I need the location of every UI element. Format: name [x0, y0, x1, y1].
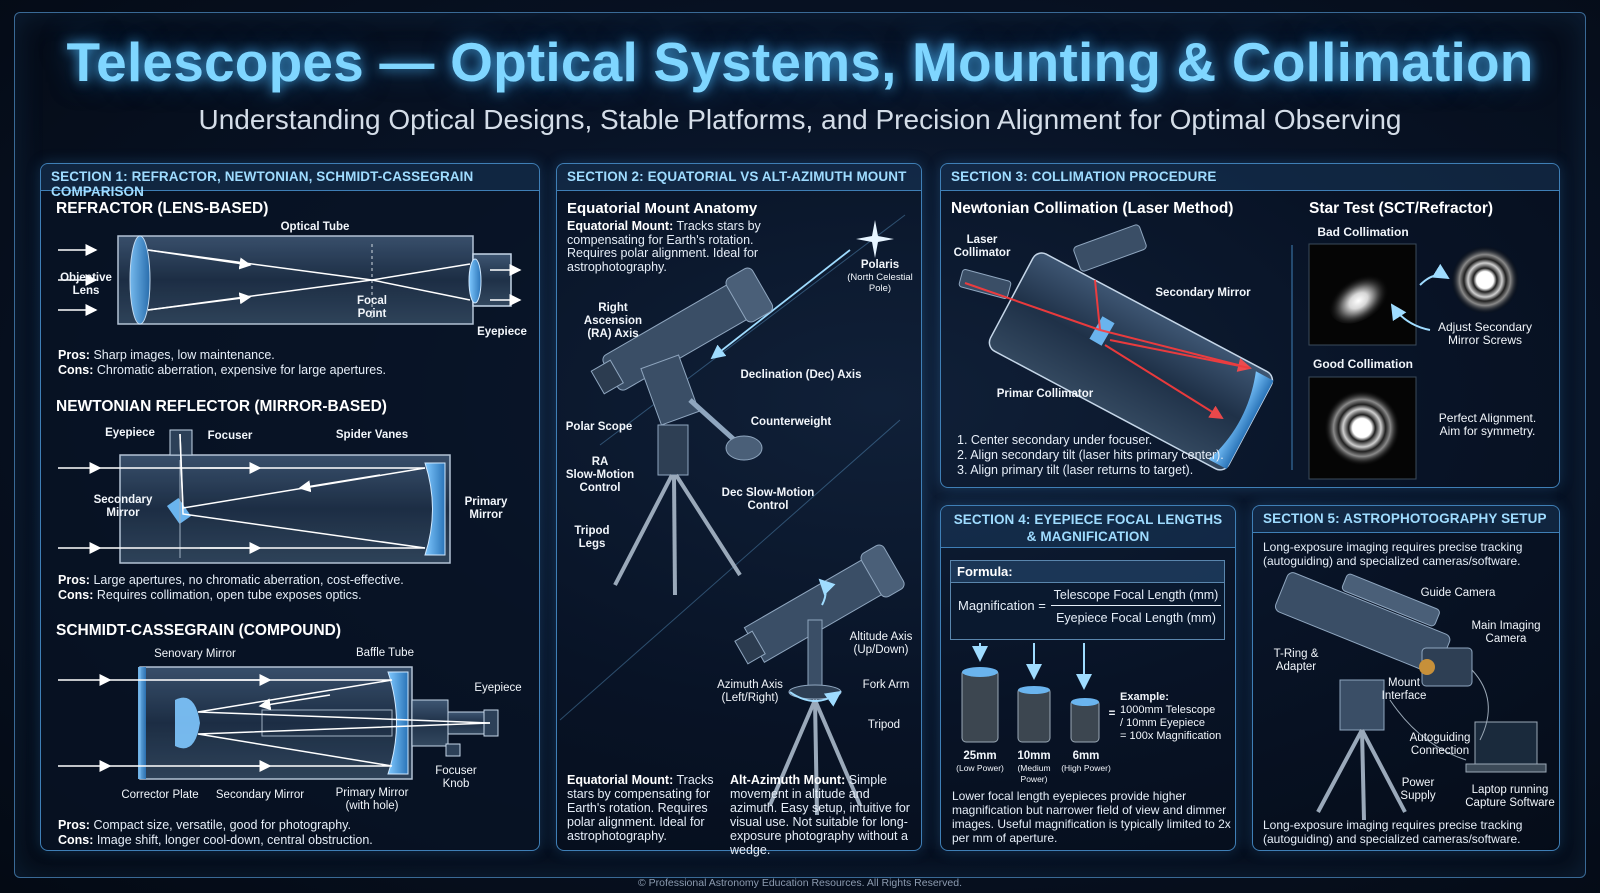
- section-3-title: SECTION 3: COLLIMATION PROCEDURE: [941, 164, 1559, 191]
- section-4-panel: SECTION 4: EYEPIECE FOCAL LENGTHS & MAGN…: [940, 505, 1236, 851]
- section-5-panel: SECTION 5: ASTROPHOTOGRAPHY SETUP: [1252, 505, 1560, 851]
- polaris-label: Polaris(North Celestial Pole): [847, 259, 913, 294]
- formula-heading: Formula:: [951, 561, 1224, 583]
- baffle-tube-label: Baffle Tube: [356, 647, 414, 659]
- sct-title: SCHMIDT-CASSEGRAIN (COMPOUND): [56, 622, 342, 639]
- ra-control-label: RA Slow-Motion Control: [565, 456, 635, 494]
- refractor-title: REFRACTOR (LENS-BASED): [56, 200, 269, 217]
- page-subtitle: Understanding Optical Designs, Stable Pl…: [198, 104, 1402, 135]
- sct-secondary-label: Secondary Mirror: [215, 789, 305, 801]
- formula-box: Formula: Magnification = Telescope Focal…: [950, 560, 1225, 640]
- collimation-step-2: 2. Align secondary tilt (laser hits prim…: [957, 448, 1224, 462]
- ra-axis-label: Right Ascension (RA) Axis: [583, 302, 643, 340]
- formula-numerator: Telescope Focal Length (mm): [1051, 588, 1221, 606]
- equals-sign: =: [1108, 708, 1116, 720]
- guide-camera-label: Guide Camera: [1420, 587, 1496, 599]
- astrophoto-intro: Long-exposure imaging requires precise t…: [1263, 540, 1523, 568]
- newtonian-pros: Pros: Large apertures, no chromatic aber…: [58, 573, 404, 587]
- eyepiece-note: Lower focal length eyepieces provide hig…: [952, 789, 1231, 845]
- power-supply-label: Power Supply: [1400, 777, 1436, 802]
- mount-interface-label: Mount Interface: [1381, 677, 1427, 702]
- eyepiece-drawings: [961, 643, 1100, 743]
- main-camera-label: Main Imaging Camera: [1471, 620, 1541, 645]
- eyepiece-25mm: 25mm(Low Power): [956, 750, 1004, 773]
- newtonian-eyepiece-label: Eyepiece: [105, 427, 155, 439]
- formula-denominator: Eyepiece Focal Length (mm): [1056, 611, 1216, 625]
- dec-axis-label: Declination (Dec) Axis: [740, 369, 862, 381]
- star-test-title: Star Test (SCT/Refractor): [1309, 200, 1494, 217]
- equatorial-summary: Equatorial Mount: Tracks stars by compen…: [567, 773, 714, 843]
- newtonian-diagram: [58, 429, 451, 564]
- astrophoto-outro: Long-exposure imaging requires precise t…: [1263, 818, 1523, 846]
- sct-diagram: [58, 666, 499, 780]
- newtonian-primary-label: Primary Mirror: [464, 496, 508, 521]
- laser-collimator-label: Laser Collimator: [953, 234, 1011, 259]
- alt-az-mount-drawing: [734, 544, 905, 816]
- collimation-step-3: 3. Align primary tilt (laser returns to …: [957, 463, 1194, 477]
- focuser-knob-label: Focuser Knob: [435, 765, 477, 790]
- altitude-axis-label: Altitude Axis (Up/Down): [849, 631, 913, 656]
- focuser-label: Focuser: [207, 430, 253, 442]
- section-5-title: SECTION 5: ASTROPHOTOGRAPHY SETUP: [1253, 506, 1559, 533]
- bad-collimation-label: Bad Collimation: [1317, 225, 1409, 239]
- tripod-legs-label: Tripod Legs: [574, 525, 610, 550]
- spider-vanes-label: Spider Vanes: [335, 429, 409, 441]
- newtonian-secondary-label: Secondary Mirror: [93, 494, 153, 519]
- refractor-diagram: [58, 235, 522, 325]
- polar-scope-label: Polar Scope: [565, 421, 633, 433]
- astrophoto-setup-drawing: [1274, 572, 1547, 821]
- altaz-summary: Alt-Azimuth Mount: Simple movement in al…: [730, 773, 910, 857]
- adjust-screws-label: Adjust Secondary Mirror Screws: [1437, 320, 1533, 347]
- polaris-star-icon: [856, 220, 894, 258]
- fork-arm-label: Fork Arm: [862, 679, 910, 691]
- equatorial-mount-drawing: [559, 214, 906, 721]
- eyepiece-10mm: 10mm(Medium Power): [1017, 750, 1051, 784]
- star-test-images: [1308, 243, 1519, 480]
- perfect-alignment-label: Perfect Alignment. Aim for symmetry.: [1438, 411, 1537, 438]
- newtonian-collimation-title: Newtonian Collimation (Laser Method): [951, 200, 1234, 217]
- counterweight-label: Counterweight: [750, 416, 832, 428]
- autoguide-label: Autoguiding Connection: [1409, 732, 1471, 757]
- eyepiece-6mm: 6mm(High Power): [1061, 750, 1111, 773]
- tripod-label: Tripod: [867, 719, 901, 731]
- section-4-title: SECTION 4: EYEPIECE FOCAL LENGTHS & MAGN…: [941, 506, 1235, 548]
- equatorial-anatomy-title: Equatorial Mount Anatomy: [567, 200, 758, 217]
- sct-pros: Pros: Compact size, versatile, good for …: [58, 818, 351, 832]
- collimation-secondary-label: Secondary Mirror: [1155, 287, 1251, 299]
- sct-eyepiece-label: Eyepiece: [474, 682, 522, 694]
- footer-copyright: © Professional Astronomy Education Resou…: [637, 877, 963, 889]
- section-1-title: SECTION 1: REFRACTOR, NEWTONIAN, SCHMIDT…: [41, 164, 539, 199]
- section-2-title: SECTION 2: EQUATORIAL VS ALT-AZIMUTH MOU…: [557, 164, 921, 191]
- example-block: Example:1000mm Telescope / 10mm Eyepiece…: [1120, 691, 1222, 742]
- newtonian-cons: Cons: Requires collimation, open tube ex…: [58, 588, 362, 602]
- refractor-pros: Pros: Sharp images, low maintenance.: [58, 348, 275, 362]
- corrector-plate-label: Corrector Plate: [121, 789, 199, 801]
- sct-primary-label: Primary Mirror (with hole): [335, 787, 409, 812]
- primar-collimator-label: Primar Collimator: [996, 388, 1094, 400]
- laptop-label: Laptop running Capture Software: [1465, 784, 1555, 809]
- focal-point-label: Focal Point: [356, 295, 388, 320]
- objective-lens-label: Objective Lens: [60, 272, 112, 297]
- senovary-mirror-label: Senovary Mirror: [154, 648, 236, 660]
- outer-frame: [14, 12, 1586, 878]
- collimation-drawing: [958, 224, 1293, 471]
- dec-control-label: Dec Slow-Motion Control: [721, 487, 815, 512]
- tring-label: T-Ring & Adapter: [1273, 648, 1319, 673]
- collimation-step-1: 1. Center secondary under focuser.: [957, 433, 1153, 447]
- good-collimation-label: Good Collimation: [1313, 357, 1413, 371]
- sct-cons: Cons: Image shift, longer cool-down, cen…: [58, 833, 373, 847]
- refractor-cons: Cons: Chromatic aberration, expensive fo…: [58, 363, 386, 377]
- section-2-panel: SECTION 2: EQUATORIAL VS ALT-AZIMUTH MOU…: [556, 163, 922, 851]
- refractor-eyepiece-label: Eyepiece: [477, 326, 527, 338]
- azimuth-axis-label: Azimuth Axis (Left/Right): [717, 679, 783, 704]
- magnification-label: Magnification =: [958, 598, 1046, 613]
- equatorial-intro: Equatorial Mount: Tracks stars by compen…: [567, 219, 761, 274]
- newtonian-title: NEWTONIAN REFLECTOR (MIRROR-BASED): [56, 398, 387, 415]
- page-title: Telescopes — Optical Systems, Mounting &…: [66, 31, 1534, 93]
- section-3-panel: SECTION 3: COLLIMATION PROCEDURE: [940, 163, 1560, 488]
- optical-tube-label: Optical Tube: [280, 221, 350, 233]
